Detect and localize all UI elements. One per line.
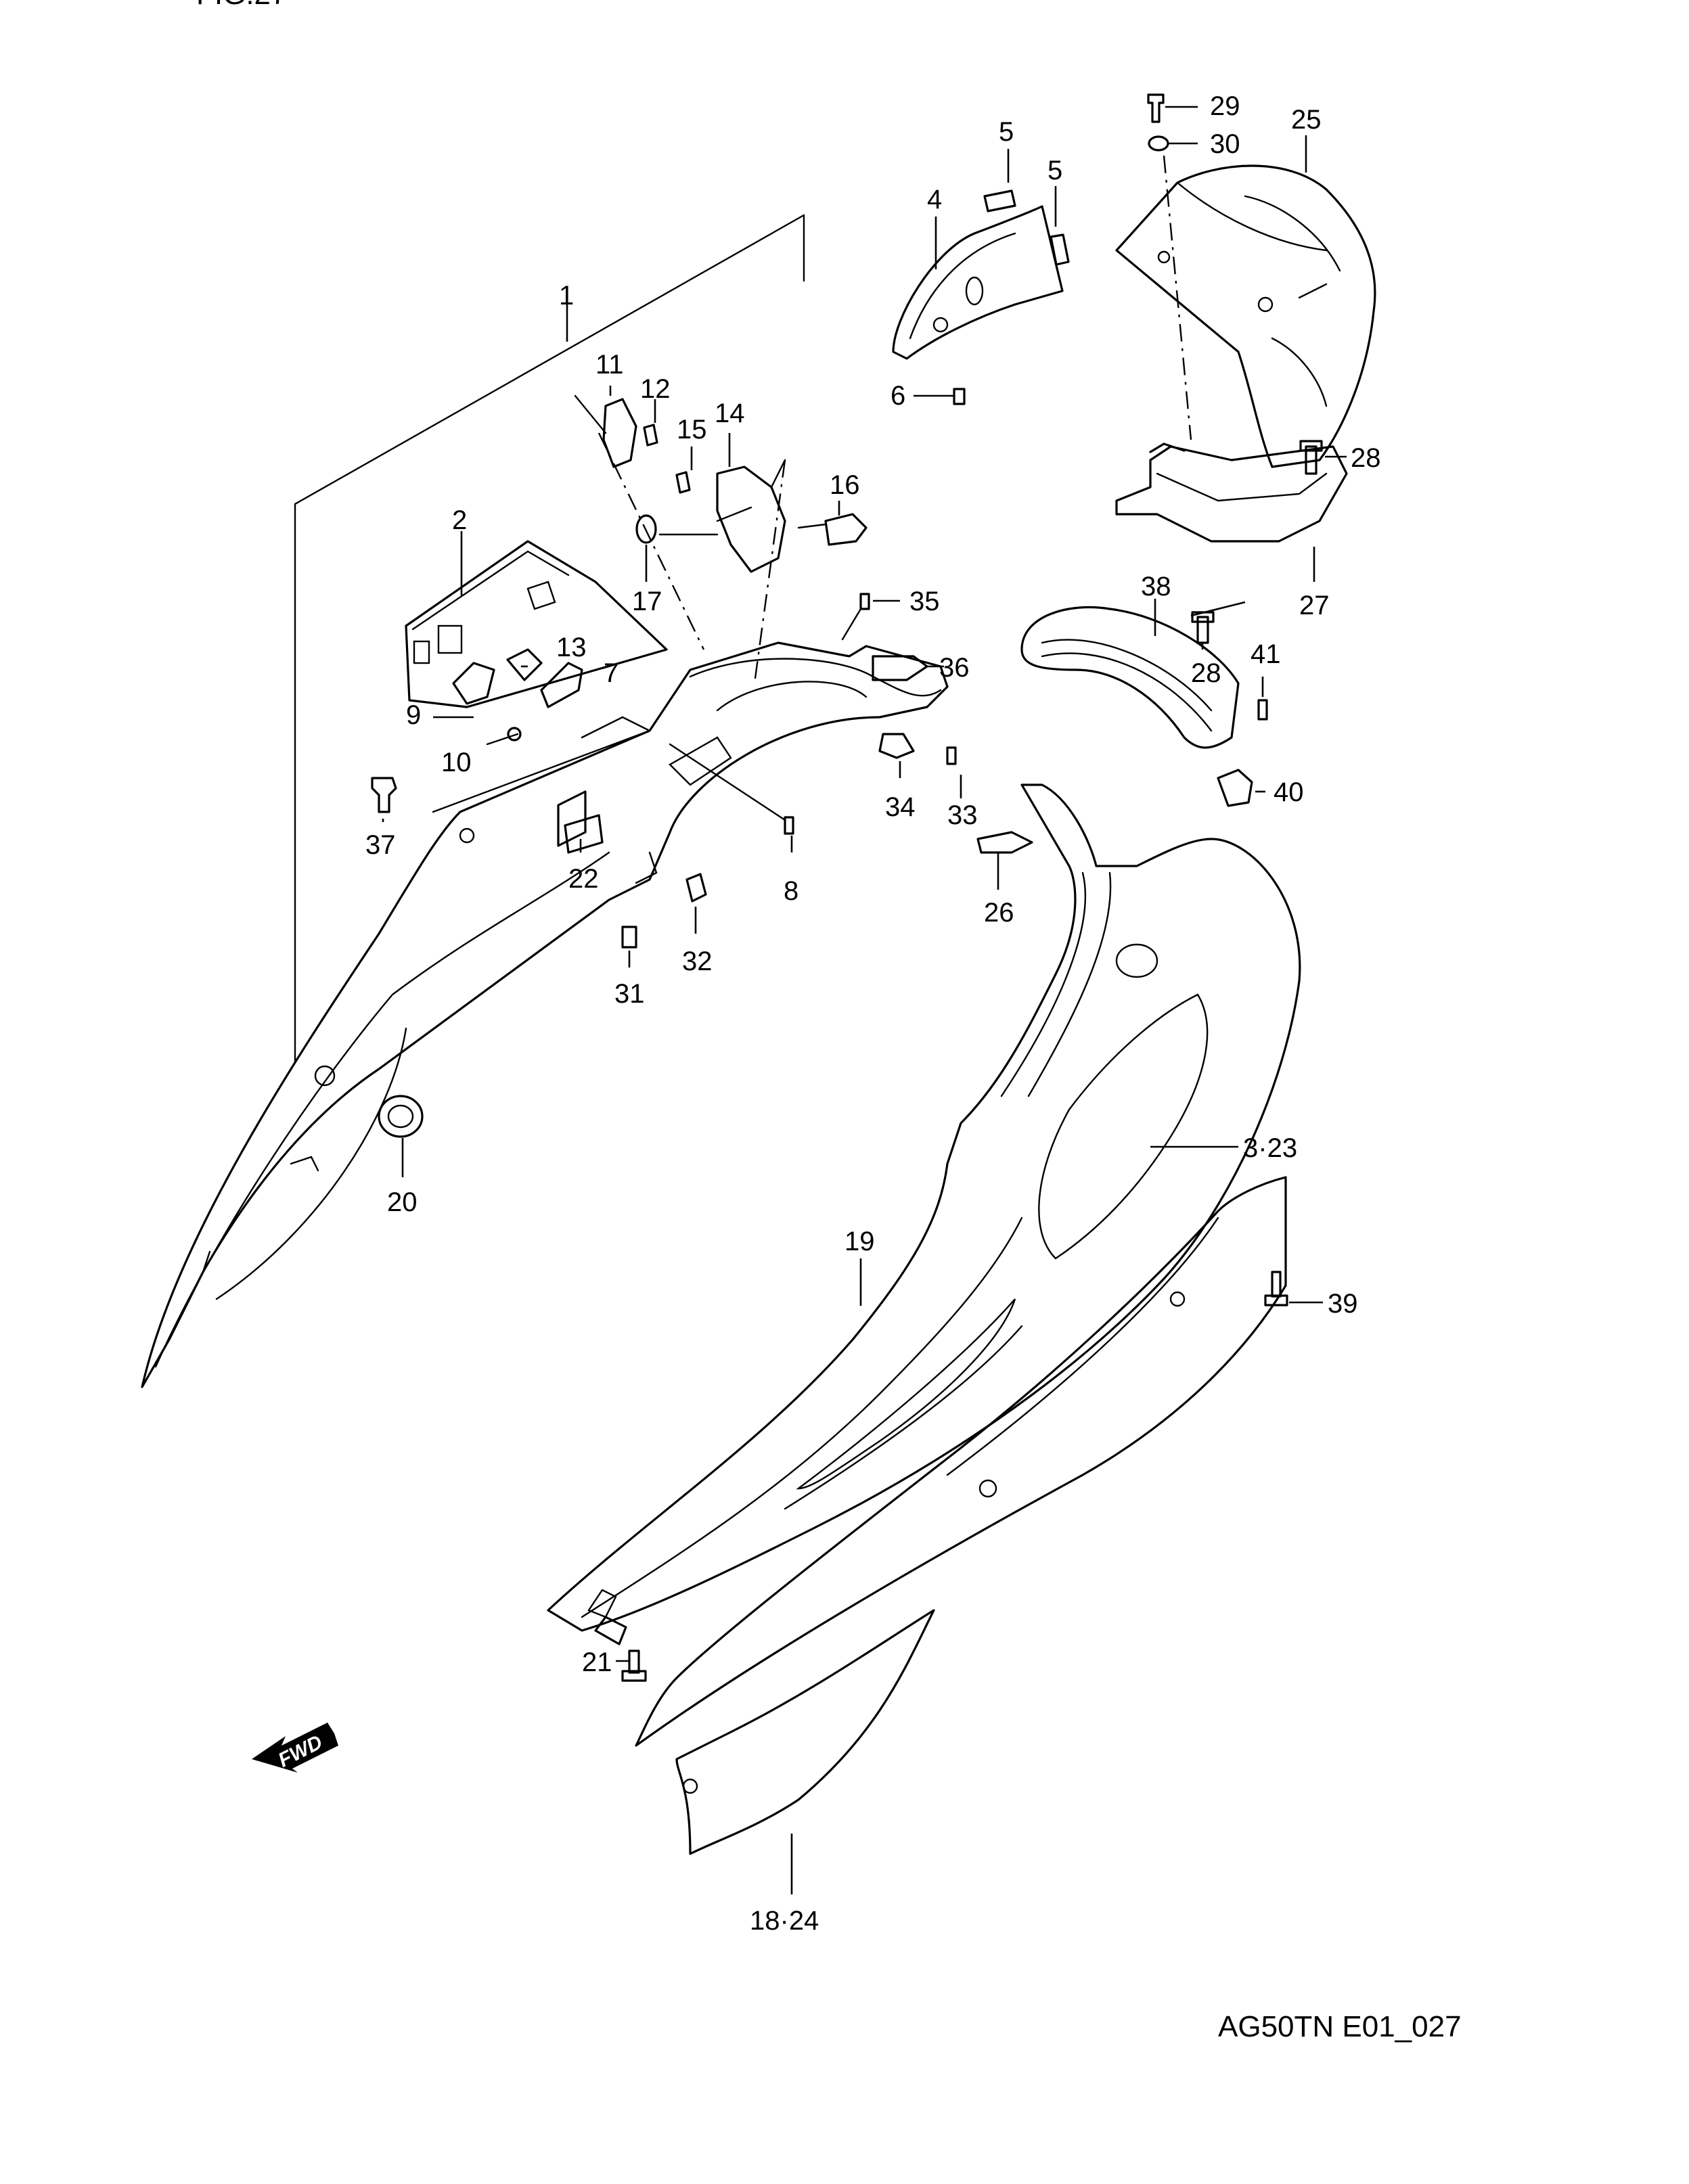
callout-11: 11 <box>595 350 624 380</box>
inner-panel-2 <box>405 531 668 708</box>
callout-19: 19 <box>844 1227 875 1256</box>
cover-4 <box>892 205 1064 360</box>
clip-5 <box>983 149 1070 266</box>
figure-header: FIG.27 <box>196 0 288 11</box>
nut-40 <box>1217 769 1265 807</box>
screw-41 <box>1257 677 1268 721</box>
callout-30: 30 <box>1210 129 1240 159</box>
screw-39 <box>1264 1271 1323 1306</box>
callout-39: 39 <box>1328 1289 1358 1319</box>
callout-1: 1 <box>559 281 574 311</box>
callout-22: 22 <box>568 864 599 894</box>
callout-20: 20 <box>387 1187 418 1217</box>
callout-2: 2 <box>452 505 467 535</box>
diagram-code: AG50TN E01_027 <box>1218 2010 1462 2043</box>
callout-8: 8 <box>784 876 798 906</box>
callout-14: 14 <box>715 399 745 428</box>
hinge-parts <box>433 648 583 746</box>
callout-15: 15 <box>677 415 707 445</box>
bolt-29-washer-30 <box>1147 93 1198 152</box>
callout-26: 26 <box>984 898 1014 928</box>
callout-5b: 5 <box>1048 156 1062 185</box>
hardware-11-17 <box>574 386 868 684</box>
callout-9: 9 <box>406 700 421 730</box>
callout-33: 33 <box>947 800 978 830</box>
callout-4: 4 <box>927 185 942 214</box>
hardware-22-37 <box>371 777 707 968</box>
callout-40: 40 <box>1274 777 1304 807</box>
callout-6: 6 <box>891 381 905 411</box>
callout-13: 13 <box>556 633 587 662</box>
callout-34: 34 <box>885 792 916 822</box>
callout-3-23: 3·23 <box>1243 1133 1297 1163</box>
screw-21 <box>616 1650 647 1682</box>
callout-labels: 1 2 3·23 4 5 5 6 7 8 9 10 11 12 13 14 15… <box>365 91 1381 1936</box>
callout-25: 25 <box>1291 105 1322 135</box>
callout-10: 10 <box>441 748 472 777</box>
grommet-20 <box>378 1095 424 1177</box>
callout-16: 16 <box>830 470 860 500</box>
callout-27: 27 <box>1299 591 1330 620</box>
screw-6 <box>914 388 966 405</box>
lower-cover-18 <box>635 1176 1287 1894</box>
callout-12: 12 <box>640 374 671 404</box>
fwd-arrow-icon: FWD <box>252 1723 338 1773</box>
assembly-bracket-1 <box>294 214 805 1064</box>
callout-41: 41 <box>1251 639 1281 669</box>
side-cover-19 <box>547 783 1301 1645</box>
screw-28a <box>1299 440 1347 475</box>
callout-32: 32 <box>682 947 713 976</box>
callout-7: 7 <box>604 658 618 688</box>
rear-carrier-25 <box>1115 135 1376 468</box>
callout-35: 35 <box>909 587 940 616</box>
callout-37: 37 <box>365 830 396 860</box>
callout-17: 17 <box>632 587 662 616</box>
callout-28a: 28 <box>1351 443 1381 473</box>
callout-36: 36 <box>939 653 970 683</box>
screw-28b <box>1191 611 1215 650</box>
callout-31: 31 <box>614 979 645 1009</box>
bracket-27 <box>1115 442 1348 582</box>
clip-26 <box>976 831 1033 890</box>
hardware-33-36 <box>669 593 962 852</box>
callout-21: 21 <box>582 1647 612 1677</box>
seat-frame-main <box>141 641 949 1388</box>
callout-5a: 5 <box>999 117 1014 147</box>
callout-28b: 28 <box>1191 658 1221 688</box>
rack-38 <box>1020 599 1246 749</box>
callout-38: 38 <box>1141 572 1171 601</box>
callout-29: 29 <box>1210 91 1240 121</box>
callout-18-24: 18·24 <box>750 1906 819 1936</box>
